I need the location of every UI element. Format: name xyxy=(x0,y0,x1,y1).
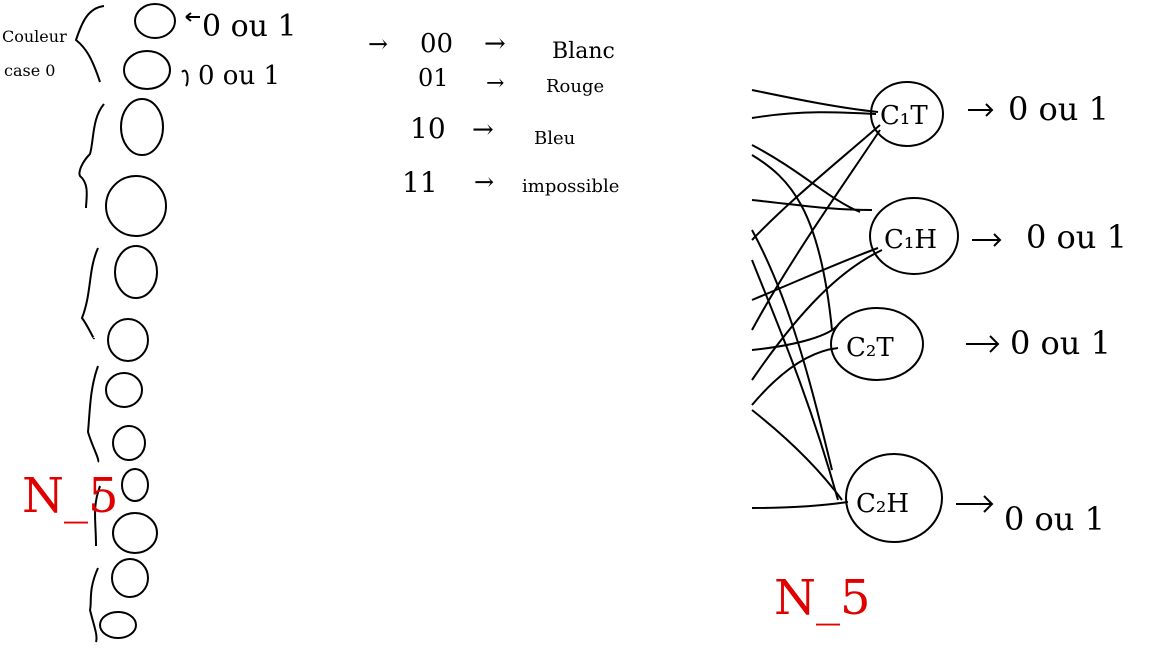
node-output: 0 ou 1 xyxy=(1004,500,1105,538)
output-arrow xyxy=(968,103,994,117)
connection xyxy=(751,324,839,351)
network-red-label: N_5 xyxy=(774,570,871,626)
connection xyxy=(751,249,883,381)
brace-3 xyxy=(80,247,99,340)
network-connections xyxy=(751,89,883,509)
neuron-c1t: C₁T 0 ou 1 xyxy=(870,81,1109,147)
legend-lead-arrow: → xyxy=(368,30,388,58)
brace-2 xyxy=(78,103,105,209)
brace-4 xyxy=(86,365,100,463)
cell-circle-6 xyxy=(107,318,149,362)
connection xyxy=(751,111,877,119)
connection xyxy=(751,154,833,331)
arrow-cell-2 xyxy=(181,69,189,87)
connection xyxy=(751,501,849,509)
brace-6 xyxy=(88,567,99,643)
node-output: 0 ou 1 xyxy=(1026,218,1127,256)
cell-value-1: 0 ou 1 xyxy=(202,9,297,44)
legend-meaning: impossible xyxy=(522,176,619,197)
legend-code: 11 xyxy=(402,166,438,199)
left-column: Couleur case 0 0 ou 1 0 ou 1 xyxy=(2,3,297,643)
cell-circle-7 xyxy=(105,372,143,408)
node-circle xyxy=(870,81,944,147)
neuron-c2t: C₂T 0 ou 1 xyxy=(830,307,1111,381)
left-red-label: N_5 xyxy=(22,468,119,524)
connection xyxy=(751,247,879,301)
network-nodes: C₁T 0 ou 1 C₁H 0 ou 1 C₂T 0 ou 1 C₂H 0 o… xyxy=(830,81,1127,543)
legend-code: 10 xyxy=(410,112,446,145)
node-label: C₂H xyxy=(856,489,909,519)
heading-line1: Couleur xyxy=(2,27,67,46)
neuron-c2h: C₂H 0 ou 1 xyxy=(845,453,1105,543)
cell-circle-8 xyxy=(112,425,146,461)
output-arrow xyxy=(972,233,1002,247)
connection xyxy=(751,89,879,113)
cell-circle-3 xyxy=(120,98,164,156)
node-circle xyxy=(869,197,959,275)
connection xyxy=(751,199,873,211)
legend: 00 → → Blanc 01 → Rouge 10 → Bleu 11 → i… xyxy=(368,29,619,199)
connection xyxy=(751,124,881,241)
node-label: C₁T xyxy=(880,101,928,131)
cell-circle-1 xyxy=(134,3,176,39)
legend-row: 01 → Rouge xyxy=(418,64,604,97)
cell-circle-12 xyxy=(99,611,137,639)
node-label: C₁H xyxy=(884,225,937,255)
legend-row: 00 → → Blanc xyxy=(368,29,615,64)
legend-row: 11 → impossible xyxy=(402,166,619,199)
cell-circle-11 xyxy=(111,558,149,598)
connection xyxy=(751,129,881,331)
legend-arrow: → xyxy=(486,71,504,96)
cell-value-2: 0 ou 1 xyxy=(198,61,280,91)
legend-code: 01 xyxy=(418,64,449,92)
legend-row: 10 → Bleu xyxy=(410,112,575,149)
neuron-c1h: C₁H 0 ou 1 xyxy=(869,197,1127,275)
legend-arrow: → xyxy=(474,168,494,196)
legend-arrow: → xyxy=(484,29,506,59)
legend-arrow: → xyxy=(472,115,494,145)
connection xyxy=(751,259,839,501)
node-circle xyxy=(845,453,943,543)
heading-line2: case 0 xyxy=(4,61,55,80)
connection xyxy=(751,409,843,501)
cell-circle-5 xyxy=(114,245,158,299)
output-arrow xyxy=(956,495,994,513)
legend-meaning: Bleu xyxy=(534,128,575,149)
output-arrow xyxy=(966,335,1000,353)
cell-circle-2 xyxy=(123,50,171,90)
legend-meaning: Blanc xyxy=(552,39,615,64)
brace-5 xyxy=(94,485,101,547)
cell-circle-4 xyxy=(105,175,167,237)
node-circle xyxy=(830,307,924,381)
arrow-cell-1 xyxy=(185,12,200,22)
legend-code: 00 xyxy=(420,29,453,59)
node-output: 0 ou 1 xyxy=(1010,324,1111,362)
cell-circle-9 xyxy=(121,468,149,502)
legend-meaning: Rouge xyxy=(546,76,604,97)
node-output: 0 ou 1 xyxy=(1008,90,1109,128)
connection xyxy=(751,347,839,406)
cell-circle-10 xyxy=(112,512,158,554)
connection xyxy=(751,229,833,471)
node-label: C₂T xyxy=(846,333,894,363)
brace-top xyxy=(74,5,105,83)
